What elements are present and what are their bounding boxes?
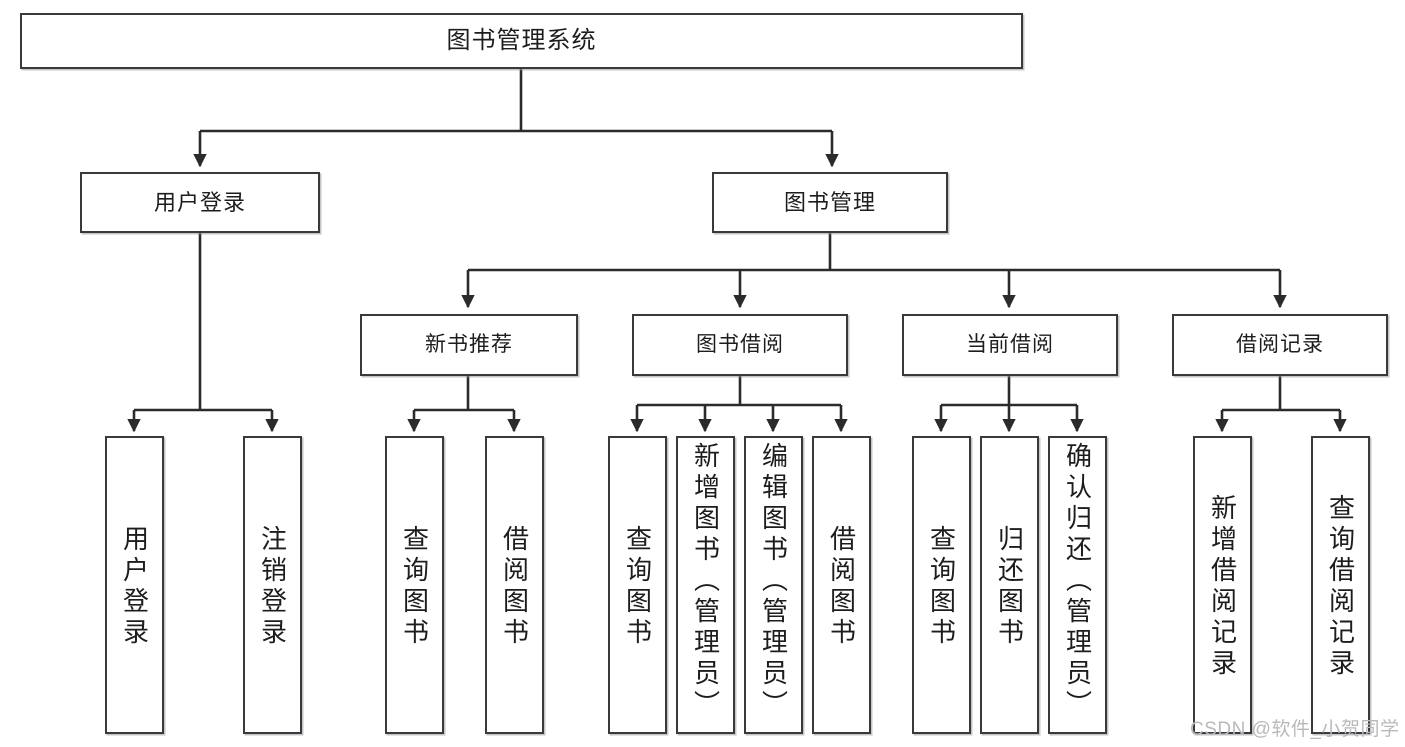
leaf-book-borrow-add[interactable]: 新增图书（管理员） (676, 436, 735, 734)
leaf-label-borrow-record-add: 新增借阅记录 (1207, 494, 1238, 680)
leaf-label-current-borrow-return: 归还图书 (994, 525, 1025, 649)
node-user-login[interactable]: 用户登录 (80, 172, 320, 233)
leaf-current-borrow-return[interactable]: 归还图书 (980, 436, 1039, 734)
node-borrow-record[interactable]: 借阅记录 (1172, 314, 1388, 376)
leaf-borrow-record-query[interactable]: 查询借阅记录 (1311, 436, 1370, 734)
node-label-borrow-record: 借阅记录 (1236, 332, 1324, 356)
leaf-user-login-login[interactable]: 用户登录 (105, 436, 164, 734)
leaf-user-login-logout[interactable]: 注销登录 (243, 436, 302, 734)
node-label-user-login: 用户登录 (153, 189, 246, 215)
node-label-new-book-recommend: 新书推荐 (425, 332, 513, 356)
leaf-label-book-borrow-edit: 编辑图书（管理员） (758, 442, 789, 721)
leaf-book-borrow-borrow[interactable]: 借阅图书 (812, 436, 871, 734)
leaf-borrow-record-add[interactable]: 新增借阅记录 (1193, 436, 1252, 734)
leaf-label-book-borrow-add: 新增图书（管理员） (690, 442, 721, 721)
leaf-label-borrow-record-query: 查询借阅记录 (1325, 494, 1356, 680)
node-label-book-management: 图书管理 (783, 189, 876, 215)
node-book-management-system[interactable]: 图书管理系统 (20, 13, 1023, 69)
node-book-management[interactable]: 图书管理 (712, 172, 948, 233)
leaf-new-book-borrow[interactable]: 借阅图书 (485, 436, 544, 734)
node-new-book-recommend[interactable]: 新书推荐 (360, 314, 578, 376)
leaf-label-new-book-query: 查询图书 (399, 525, 430, 649)
leaf-label-user-login-logout: 注销登录 (257, 525, 288, 649)
node-label-current-borrow: 当前借阅 (966, 332, 1054, 356)
leaf-current-borrow-query[interactable]: 查询图书 (912, 436, 971, 734)
leaf-label-user-login-login: 用户登录 (119, 525, 150, 649)
leaf-label-new-book-borrow: 借阅图书 (499, 525, 530, 649)
leaf-label-book-borrow-query: 查询图书 (622, 525, 653, 649)
leaf-new-book-query[interactable]: 查询图书 (385, 436, 444, 734)
leaf-book-borrow-edit[interactable]: 编辑图书（管理员） (744, 436, 803, 734)
node-current-borrow[interactable]: 当前借阅 (902, 314, 1118, 376)
node-label-root: 图书管理系统 (446, 26, 597, 54)
leaf-label-book-borrow-borrow: 借阅图书 (826, 525, 857, 649)
node-label-book-borrow: 图书借阅 (696, 332, 784, 356)
leaf-book-borrow-query[interactable]: 查询图书 (608, 436, 667, 734)
leaf-label-current-borrow-query: 查询图书 (926, 525, 957, 649)
leaf-label-current-borrow-confirm-return: 确认归还（管理员） (1062, 442, 1093, 721)
node-book-borrow[interactable]: 图书借阅 (632, 314, 848, 376)
leaf-current-borrow-confirm-return[interactable]: 确认归还（管理员） (1048, 436, 1107, 734)
